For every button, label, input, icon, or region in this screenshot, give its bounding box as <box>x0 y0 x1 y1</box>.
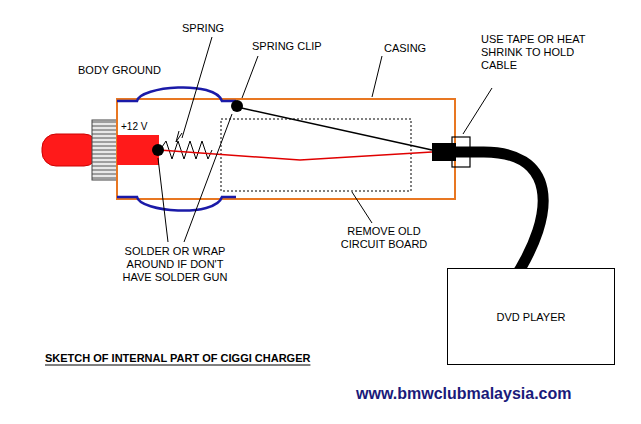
voltage-label: +12 V <box>121 121 161 133</box>
note-text: USE TAPE OR HEAT SHRINK TO HOLD CABLE <box>481 33 609 72</box>
ground-clip-bottom <box>117 197 236 211</box>
solder-point <box>231 100 243 112</box>
note-text: REMOVE OLD CIRCUIT BOARD <box>336 225 432 251</box>
part-label: SPRING <box>182 22 252 35</box>
leader-lines <box>158 37 492 242</box>
positive-wire <box>159 150 432 160</box>
knurled-ring <box>92 120 117 180</box>
device-name: DVD PLAYER <box>493 307 570 327</box>
heat-shrink <box>452 137 470 167</box>
part-label: CASING <box>384 42 454 55</box>
cable <box>455 152 543 282</box>
ground-clip-top <box>117 87 236 101</box>
ground-wire <box>237 107 432 150</box>
part-label: SPRING CLIP <box>252 40 342 53</box>
note-text: SOLDER OR WRAP AROUND IF DON'T HAVE SOLD… <box>115 245 235 284</box>
solder-point <box>152 144 164 156</box>
caption: SKETCH OF INTERNAL PART OF CIGGI CHARGER <box>45 352 310 365</box>
plug-tip <box>42 134 98 166</box>
caption-underline <box>45 365 310 366</box>
casing <box>117 99 455 199</box>
watermark: www.bmwclubmalaysia.com <box>356 384 626 403</box>
device-box: DVD PLAYER <box>447 268 615 365</box>
part-label: BODY GROUND <box>78 64 178 77</box>
